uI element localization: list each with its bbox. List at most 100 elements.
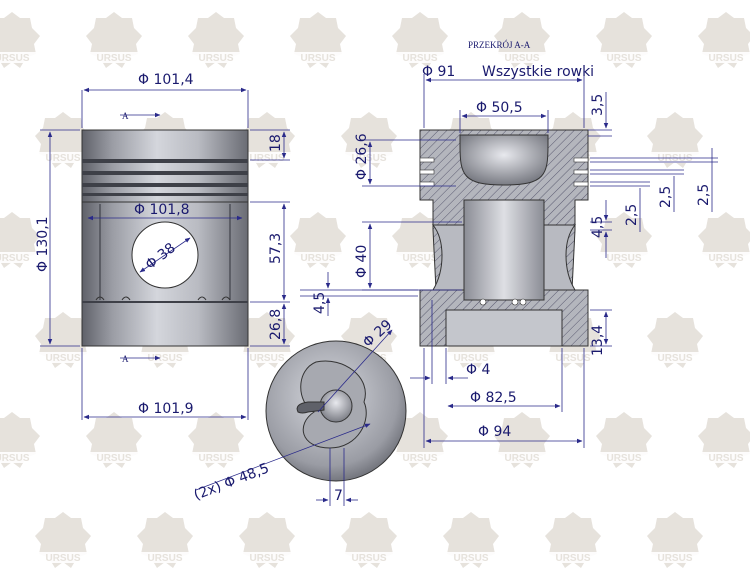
watermark-brand-text: URSUS bbox=[249, 553, 284, 564]
watermark-brand-text: URSUS bbox=[657, 353, 692, 364]
watermark-brand-text: URSUS bbox=[249, 153, 284, 164]
ring-grooves bbox=[82, 159, 248, 196]
ursus-logo-watermark: URSUS bbox=[184, 408, 248, 472]
ursus-logo-watermark: URSUS bbox=[235, 108, 299, 172]
top-view bbox=[265, 340, 407, 482]
dim-94: Φ 94 bbox=[478, 424, 511, 440]
ursus-logo-watermark: URSUS bbox=[0, 8, 44, 72]
dim-26-6: Φ 26,6 bbox=[354, 133, 370, 180]
ursus-logo-watermark: URSUS bbox=[694, 8, 750, 72]
pin-bore-section bbox=[463, 199, 545, 301]
watermark-brand-text: URSUS bbox=[606, 53, 641, 64]
section-marker-bottom: A bbox=[122, 354, 129, 364]
dim-4: Φ 4 bbox=[466, 362, 490, 378]
watermark-brand-text: URSUS bbox=[45, 153, 80, 164]
dim-101-4: Φ 101,4 bbox=[138, 72, 194, 88]
watermark-brand-text: URSUS bbox=[555, 353, 590, 364]
watermark-brand-text: URSUS bbox=[147, 353, 182, 364]
ursus-logo-watermark: URSUS bbox=[490, 8, 554, 72]
ursus-logo-watermark: URSUS bbox=[388, 408, 452, 472]
watermark-brand-text: URSUS bbox=[351, 553, 386, 564]
ursus-logo-watermark: URSUS bbox=[694, 408, 750, 472]
section-dimensions: Φ 91 Wszystkie rowki Φ 50,5 3,5 Φ 26,6 Φ… bbox=[300, 64, 718, 448]
dim-40: Φ 40 bbox=[354, 245, 370, 278]
ursus-logo-watermark: URSUS bbox=[643, 508, 707, 572]
dim-18: 18 bbox=[268, 134, 284, 152]
note-all-grooves: Wszystkie rowki bbox=[482, 64, 594, 80]
ursus-logo-watermark: URSUS bbox=[82, 408, 146, 472]
section-marker-top: A bbox=[122, 111, 129, 121]
ursus-logo-watermark: URSUS bbox=[439, 508, 503, 572]
ursus-logo-watermark: URSUS bbox=[235, 308, 299, 372]
ursus-logo-watermark: URSUS bbox=[592, 408, 656, 472]
watermark-brand-text: URSUS bbox=[402, 453, 437, 464]
watermark-brand-text: URSUS bbox=[606, 253, 641, 264]
watermark-brand-text: URSUS bbox=[504, 53, 539, 64]
dim-4-5-right: 4,5 bbox=[590, 216, 606, 238]
watermark-brand-text: URSUS bbox=[453, 553, 488, 564]
dim-4-5-left: 4,5 bbox=[312, 292, 328, 314]
dim-101-8: Φ 101,8 bbox=[134, 202, 190, 218]
dim-48-5: (2x) Φ 48,5 bbox=[192, 460, 272, 503]
section-title: PRZEKRÓJ A-A bbox=[468, 40, 531, 50]
side-view-dimensions: Φ 101,4 A A Φ 101,8 Φ 38 Φ 130,1 18 57,3… bbox=[35, 72, 290, 420]
ursus-logo-watermark: URSUS bbox=[31, 508, 95, 572]
ursus-logo-watermark: URSUS bbox=[235, 508, 299, 572]
watermark-brand-text: URSUS bbox=[708, 253, 743, 264]
side-view bbox=[81, 129, 249, 347]
watermark-brand-text: URSUS bbox=[402, 253, 437, 264]
ursus-logo-watermark: URSUS bbox=[388, 8, 452, 72]
watermark-brand-text: URSUS bbox=[198, 453, 233, 464]
oil-holes bbox=[479, 298, 527, 306]
dim-2-5-a: 2,5 bbox=[624, 204, 640, 226]
ursus-logo-watermark: URSUS bbox=[643, 308, 707, 372]
dim-50-5: Φ 50,5 bbox=[476, 100, 523, 116]
dim-57-3: 57,3 bbox=[268, 233, 284, 264]
dim-3-5: 3,5 bbox=[590, 94, 606, 116]
watermark-brand-text: URSUS bbox=[147, 553, 182, 564]
watermark-brand-text: URSUS bbox=[0, 53, 30, 64]
watermark-brand-text: URSUS bbox=[657, 153, 692, 164]
dim-7: 7 bbox=[334, 488, 343, 504]
section-view: PRZEKRÓJ A-A bbox=[419, 40, 589, 347]
watermark-brand-text: URSUS bbox=[300, 53, 335, 64]
watermark-brand-text: URSUS bbox=[96, 53, 131, 64]
piston-head-band bbox=[81, 129, 249, 203]
watermark-brand-text: URSUS bbox=[708, 53, 743, 64]
dim-2-5-c: 2,5 bbox=[696, 184, 712, 206]
watermark-brand-text: URSUS bbox=[402, 53, 437, 64]
ursus-logo-watermark: URSUS bbox=[592, 208, 656, 272]
ursus-logo-watermark: URSUS bbox=[184, 8, 248, 72]
watermark-brand-text: URSUS bbox=[45, 553, 80, 564]
watermark-brand-text: URSUS bbox=[708, 453, 743, 464]
dim-82-5: Φ 82,5 bbox=[470, 390, 517, 406]
watermark-brand-text: URSUS bbox=[555, 553, 590, 564]
ursus-logo-watermark: URSUS bbox=[0, 208, 44, 272]
watermark-brand-text: URSUS bbox=[453, 353, 488, 364]
dim-13-4: 13,4 bbox=[590, 325, 606, 356]
dim-26-8: 26,8 bbox=[268, 309, 284, 340]
combustion-bowl bbox=[459, 134, 549, 186]
dim-91: Φ 91 bbox=[422, 64, 455, 80]
ursus-logo-watermark: URSUS bbox=[592, 8, 656, 72]
ursus-logo-watermark: URSUS bbox=[541, 508, 605, 572]
watermark-brand-text: URSUS bbox=[45, 353, 80, 364]
ursus-logo-watermark: URSUS bbox=[643, 108, 707, 172]
watermark-brand-text: URSUS bbox=[96, 453, 131, 464]
watermark-brand-text: URSUS bbox=[249, 353, 284, 364]
piston-drawing: Φ 101,4 A A Φ 101,8 Φ 38 Φ 130,1 18 57,3… bbox=[35, 40, 718, 506]
watermark-brand-text: URSUS bbox=[504, 453, 539, 464]
ursus-logo-watermark: URSUS bbox=[694, 208, 750, 272]
dim-2-5-b: 2,5 bbox=[658, 186, 674, 208]
watermark-brand-text: URSUS bbox=[657, 553, 692, 564]
watermark-brand-text: URSUS bbox=[606, 453, 641, 464]
ursus-logo-watermark: URSUS bbox=[337, 508, 401, 572]
ursus-logo-watermark: URSUS bbox=[0, 408, 44, 472]
watermark-brand-text: URSUS bbox=[198, 53, 233, 64]
piston-bottom bbox=[81, 301, 249, 347]
watermark-brand-text: URSUS bbox=[0, 253, 30, 264]
section-ring-grooves bbox=[419, 157, 589, 187]
ursus-logo-watermark: URSUS bbox=[286, 208, 350, 272]
watermark-brand-text: URSUS bbox=[300, 253, 335, 264]
dim-101-9: Φ 101,9 bbox=[138, 401, 194, 417]
